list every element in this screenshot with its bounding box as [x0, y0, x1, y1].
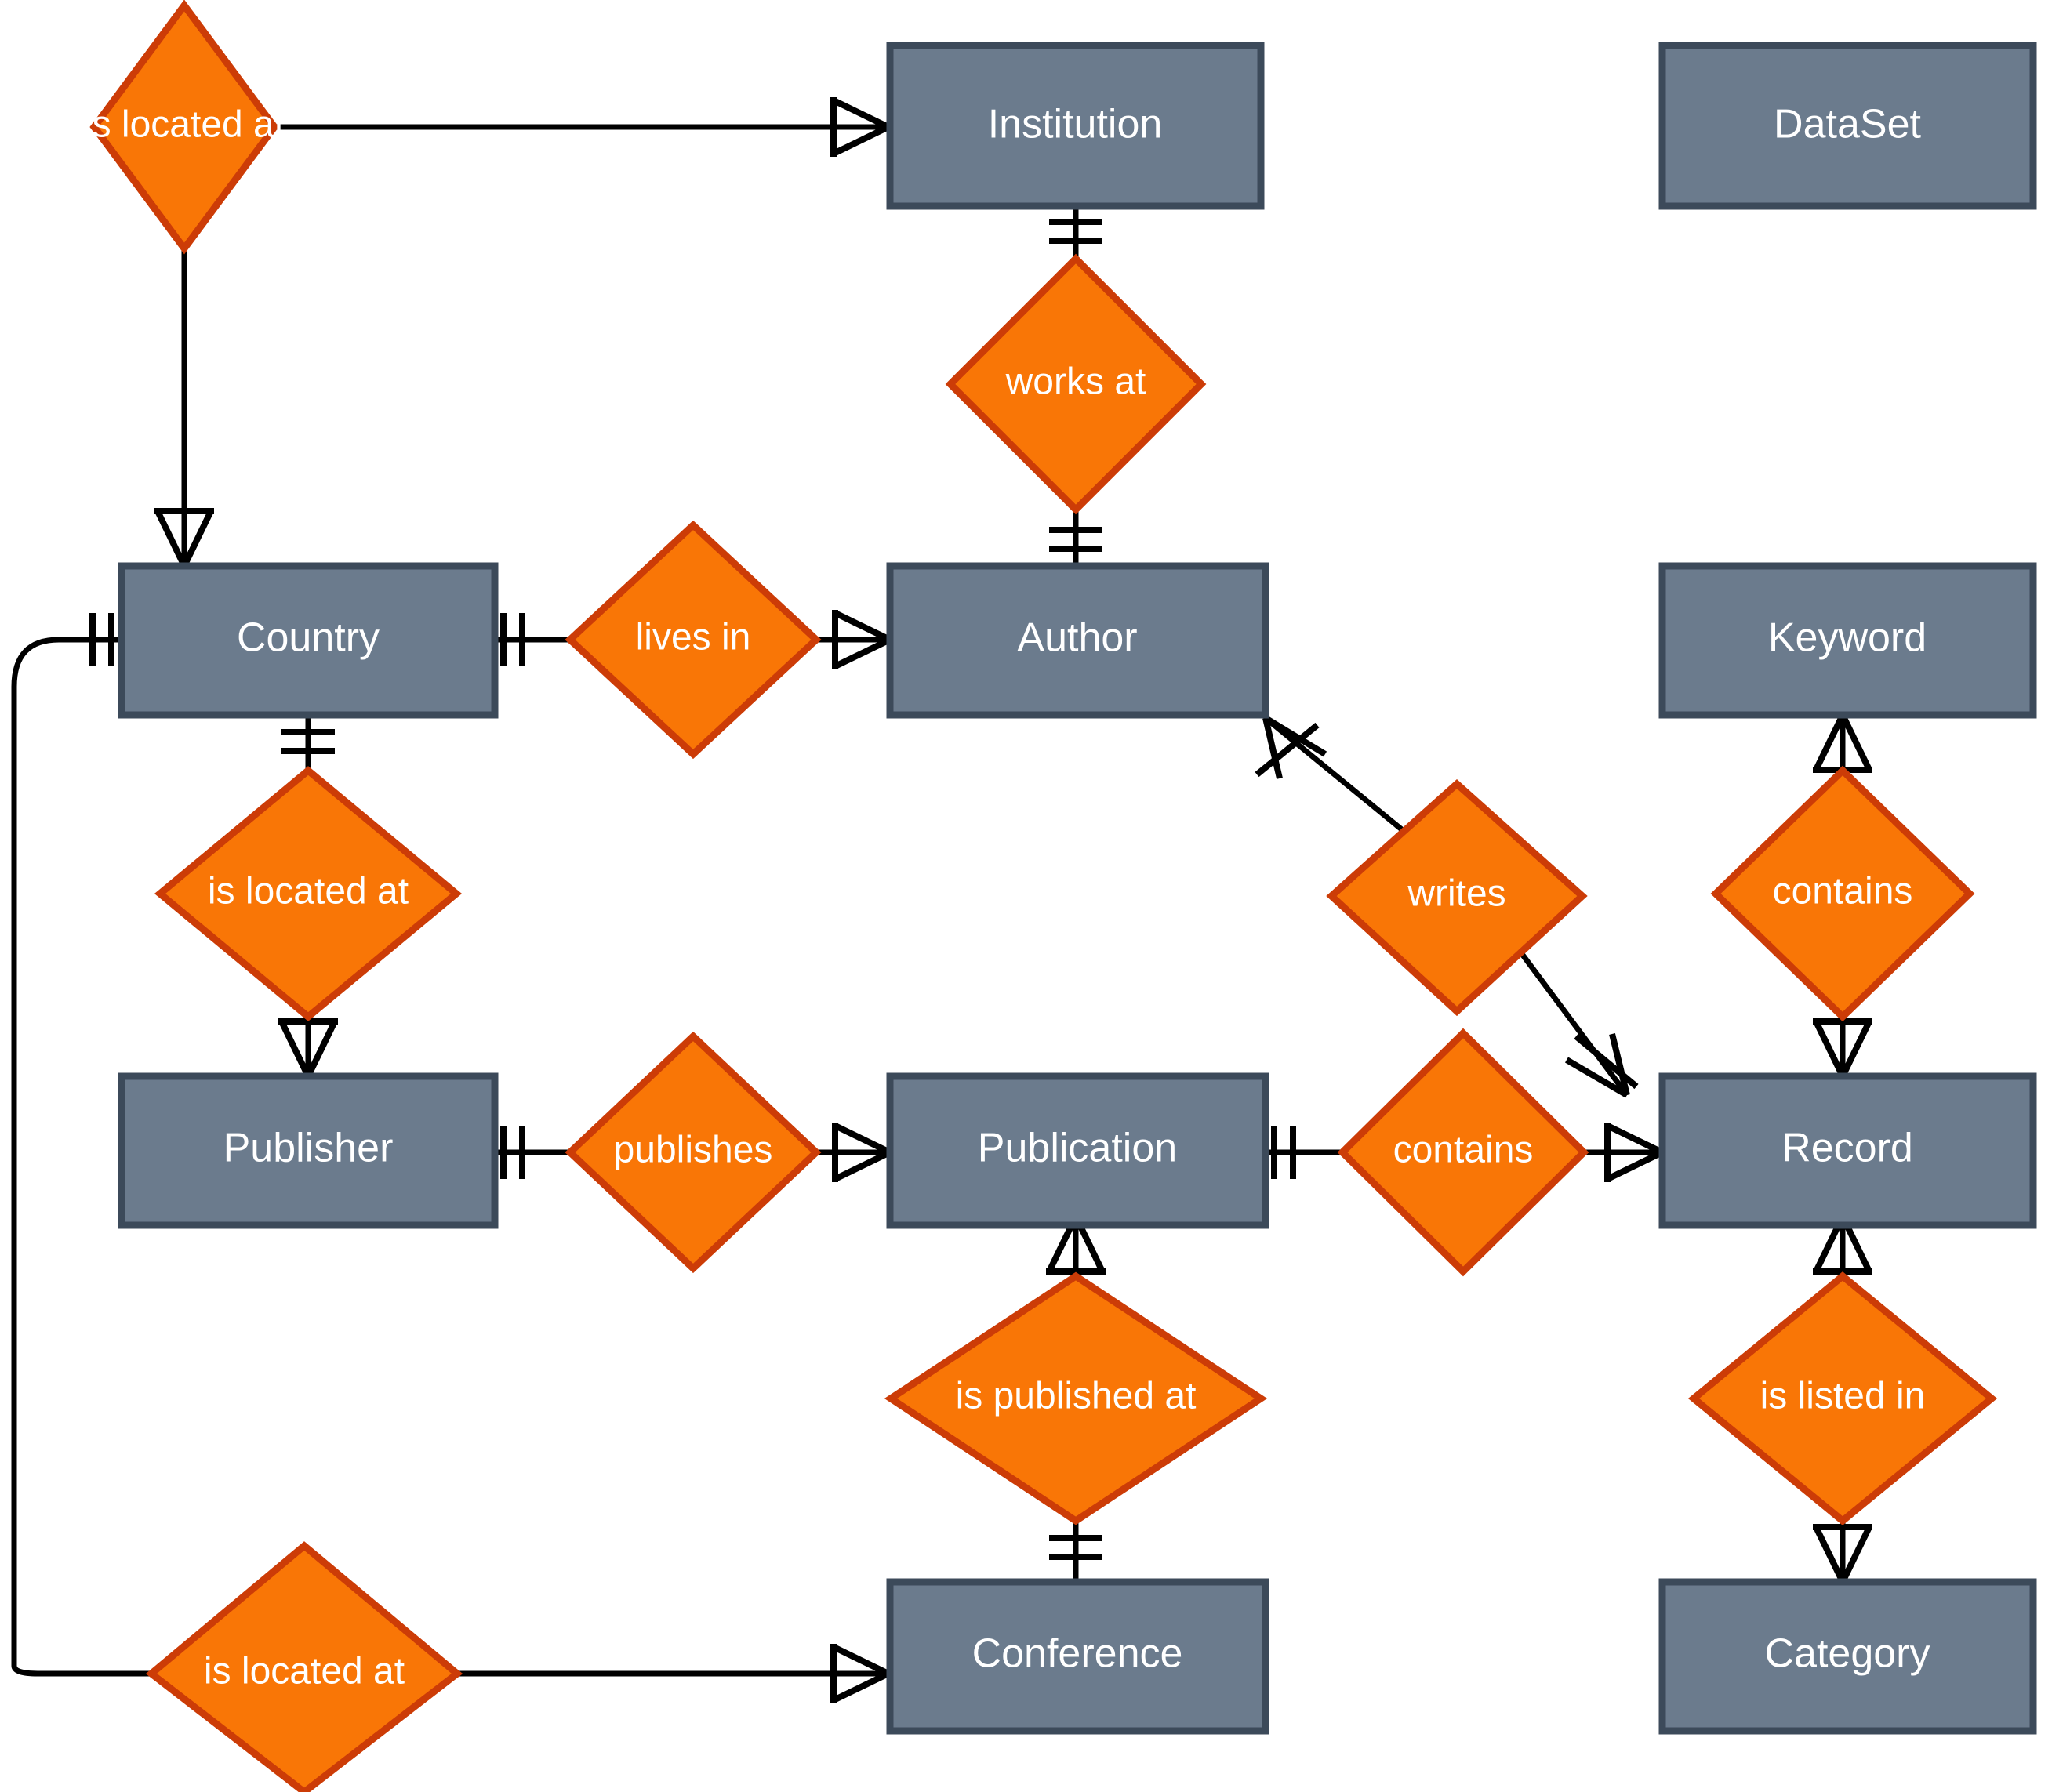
crowfoot-author-bottomright	[1255, 715, 1327, 779]
entity-country[interactable]: Country	[118, 562, 499, 719]
relationship-label: is located at	[84, 104, 285, 146]
relationship-label: contains	[1773, 871, 1913, 912]
relationship-label: contains	[1393, 1130, 1534, 1171]
relationship-works-at[interactable]: works at	[945, 253, 1207, 515]
entity-label: Institution	[988, 102, 1163, 147]
relationship-label: writes	[1407, 873, 1505, 915]
crowfoot-publisher-top	[278, 1018, 338, 1078]
entity-keyword[interactable]: Keyword	[1658, 562, 2037, 719]
crowfoot-record-topleft	[1564, 1033, 1639, 1098]
crowfoot-publication-left	[832, 1123, 892, 1182]
relationship-is-located-at-bottom[interactable]: is located at	[145, 1541, 463, 1792]
entity-label: Record	[1781, 1126, 1913, 1171]
relationship-is-located-at-mid[interactable]: is located at	[154, 766, 463, 1021]
tick-publication-right	[1271, 1126, 1296, 1179]
entity-author[interactable]: Author	[886, 562, 1269, 719]
tick-publisher-right	[500, 1126, 525, 1179]
edge-author-writes	[1263, 716, 1406, 833]
entity-publisher[interactable]: Publisher	[118, 1072, 499, 1229]
relationship-label: is published at	[956, 1376, 1197, 1417]
entity-label: Publication	[978, 1126, 1177, 1171]
edge-layer	[11, 97, 1872, 1703]
relationship-label: is located at	[208, 871, 409, 912]
relationship-label: is located at	[204, 1651, 405, 1692]
edge-country-isloc-bottom	[11, 637, 151, 1677]
crowfoot-record-left	[1604, 1123, 1664, 1182]
relationship-label: publishes	[614, 1130, 773, 1171]
relationship-contains-publication-record[interactable]: contains	[1337, 1028, 1589, 1277]
relationship-label: is listed in	[1760, 1376, 1926, 1417]
relationship-label: works at	[1005, 361, 1146, 403]
crowfoot-category-top	[1813, 1524, 1872, 1583]
entity-label: Publisher	[223, 1126, 394, 1171]
tick-country-left	[89, 613, 114, 666]
crowfoot-country-top	[154, 508, 214, 568]
tick-conference-top	[1049, 1535, 1102, 1560]
relationship-label: lives in	[636, 617, 751, 658]
entity-label: DataSet	[1774, 102, 1921, 147]
entity-label: Country	[237, 615, 380, 661]
entity-layer: Institution DataSet Country Author Keywo…	[118, 42, 2037, 1735]
tick-country-bottom	[281, 729, 335, 754]
tick-author-top	[1049, 527, 1102, 552]
tick-country-right	[500, 613, 525, 666]
entity-record[interactable]: Record	[1658, 1072, 2037, 1229]
entity-dataset[interactable]: DataSet	[1658, 42, 2037, 210]
relationship-is-listed-in[interactable]: is listed in	[1687, 1271, 1998, 1525]
relationship-is-published-at[interactable]: is published at	[884, 1271, 1268, 1525]
entity-label: Author	[1017, 615, 1137, 661]
relationship-publishes[interactable]: publishes	[565, 1031, 822, 1274]
crowfoot-author-left	[832, 610, 892, 669]
entity-conference[interactable]: Conference	[886, 1578, 1269, 1735]
tick-institution-bottom	[1049, 219, 1102, 244]
entity-label: Category	[1765, 1631, 1930, 1677]
crowfoot-institution-left	[830, 97, 890, 157]
relationship-layer: is located at works at lives in contains…	[84, 0, 1998, 1792]
entity-label: Conference	[972, 1631, 1183, 1677]
entity-institution[interactable]: Institution	[886, 42, 1265, 210]
relationship-writes[interactable]: writes	[1326, 778, 1588, 1017]
entity-category[interactable]: Category	[1658, 1578, 2037, 1735]
relationship-lives-in[interactable]: lives in	[565, 520, 822, 760]
entity-publication[interactable]: Publication	[886, 1072, 1269, 1229]
relationship-contains-keyword-record[interactable]: contains	[1710, 765, 1975, 1022]
entity-label: Keyword	[1768, 615, 1927, 661]
relationship-is-located-at-top[interactable]: is located at	[84, 0, 285, 255]
crowfoot-conference-left	[830, 1644, 890, 1703]
